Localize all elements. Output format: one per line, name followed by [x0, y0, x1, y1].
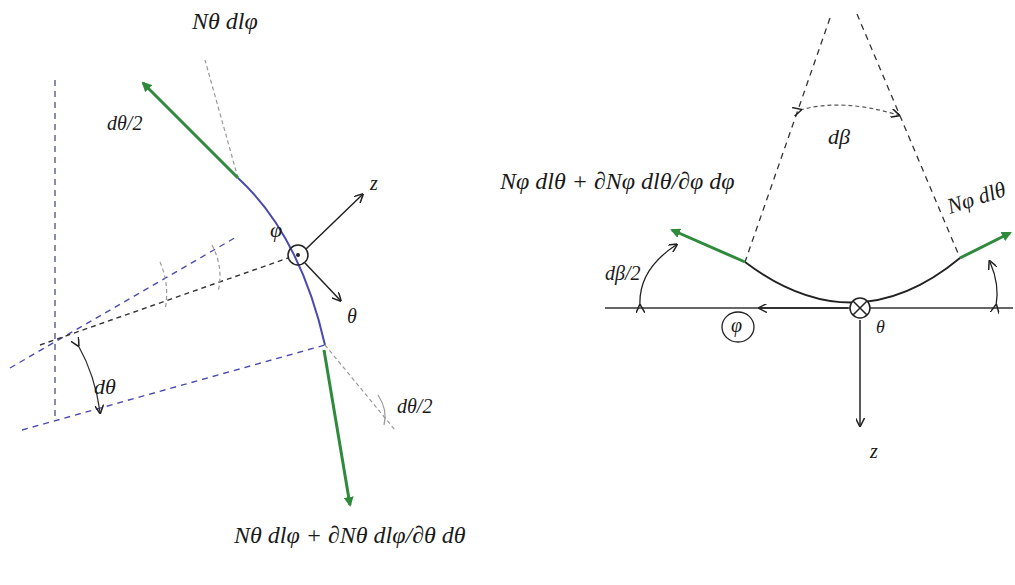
force-arrow	[324, 350, 350, 505]
angle-mark	[160, 262, 167, 310]
angle-mark	[378, 395, 385, 425]
math-label: z	[368, 172, 380, 194]
math-label: dβ	[826, 125, 852, 149]
radius-line	[745, 18, 830, 262]
axis-arrow	[306, 195, 362, 249]
radius-line	[22, 345, 325, 430]
force-arrow	[960, 233, 1010, 258]
math-label: Nφ dlθ	[942, 177, 1011, 220]
math-label: dθ/2	[395, 395, 434, 417]
axis-line	[54, 80, 55, 420]
axis-symbol	[296, 253, 300, 257]
math-label: φ	[268, 218, 284, 242]
math-label: Nφ dlθ + ∂Nφ dlθ/∂φ dφ	[498, 168, 737, 194]
shell-arc	[238, 178, 325, 345]
math-label: θ	[345, 305, 359, 327]
math-label: θ	[874, 318, 887, 338]
math-label: dβ/2	[603, 262, 643, 284]
axis-symbol	[850, 298, 870, 318]
force-arrow	[672, 230, 745, 262]
angle-arrow	[640, 245, 676, 306]
axis-symbol	[853, 301, 867, 315]
math-label: Nθ dlφ	[190, 8, 260, 34]
math-label: dθ	[92, 375, 118, 399]
math-label: φ	[729, 314, 744, 336]
angle-arrow	[990, 262, 997, 306]
force-arrow	[143, 83, 238, 178]
base-line	[605, 307, 1013, 309]
angle-mark	[212, 245, 220, 292]
angle-arrow	[800, 105, 898, 115]
axis-symbol	[288, 245, 308, 265]
axis-arrow	[305, 263, 340, 300]
math-label: Nθ dlφ + ∂Nθ dlφ/∂θ dθ	[232, 522, 468, 548]
math-label: z	[868, 440, 880, 462]
radius-line	[10, 236, 238, 368]
axis-arrow	[859, 320, 861, 425]
label-circle	[722, 312, 754, 342]
axis-arrow	[760, 307, 848, 309]
math-label: dθ/2	[105, 112, 144, 134]
center-line	[40, 258, 288, 345]
shell-arc	[745, 258, 960, 303]
radius-line	[857, 14, 960, 258]
